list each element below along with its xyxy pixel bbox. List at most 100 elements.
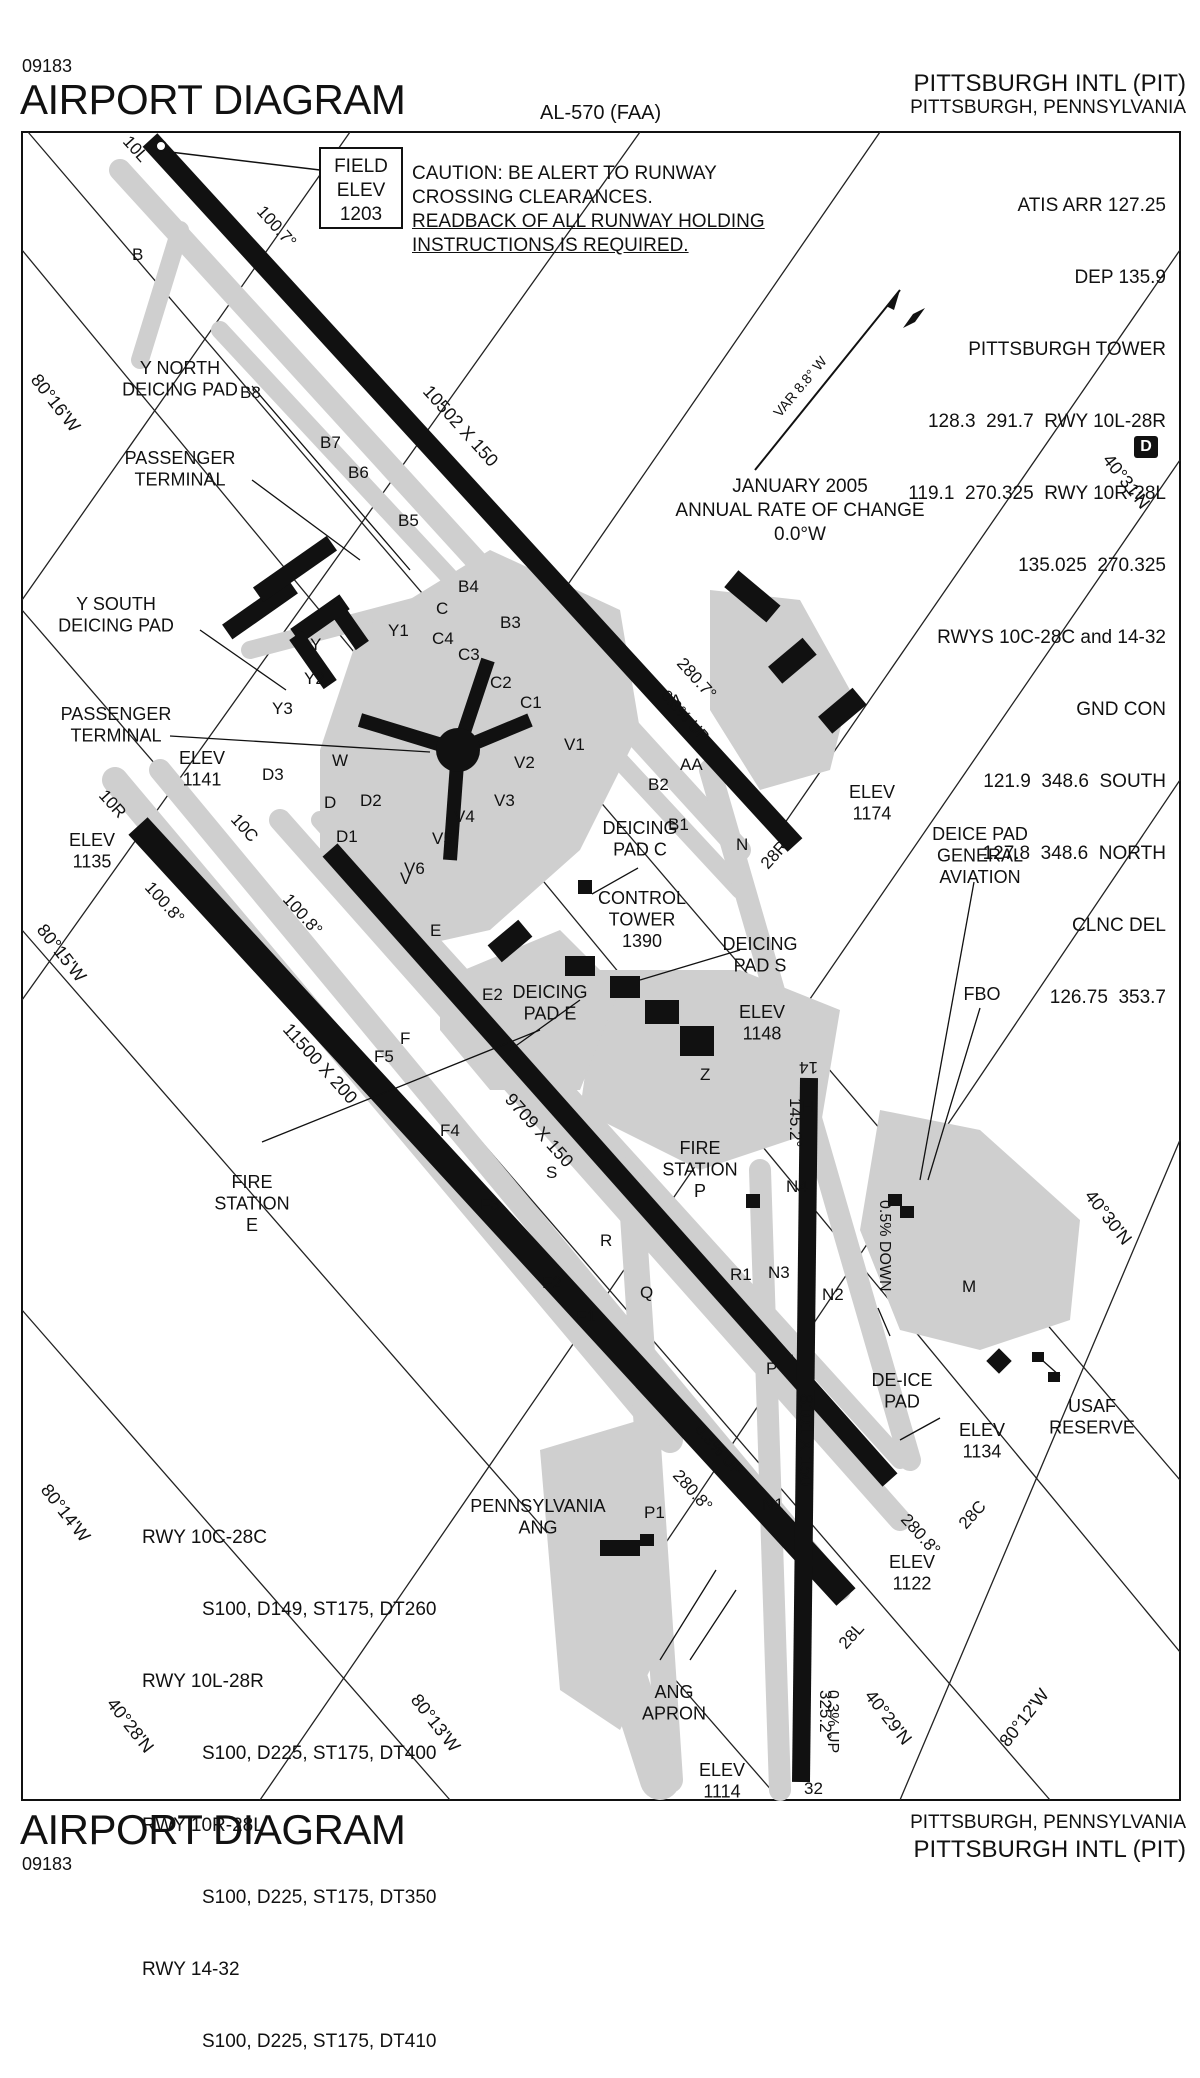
buildings bbox=[222, 535, 1060, 1556]
caution-line1: CAUTION: BE ALERT TO RUNWAY bbox=[412, 163, 717, 184]
strength-line: S100, D149, ST175, DT260 bbox=[202, 1599, 437, 1620]
true-north-arrow bbox=[903, 308, 925, 328]
strength-line: RWY 10R-28L bbox=[142, 1815, 264, 1836]
freq-line: RWYS 10C-28C and 14-32 bbox=[937, 627, 1166, 648]
rwy-28c: 28C bbox=[955, 1497, 990, 1533]
strength-line: S100, D225, ST175, DT400 bbox=[202, 1743, 437, 1764]
map-border bbox=[21, 131, 1181, 1801]
taxiway-label-y3: Y3 bbox=[272, 699, 293, 718]
freq-line: 128.3 291.7 RWY 10L-28R bbox=[927, 411, 1166, 432]
taxiway-label-f5: F5 bbox=[374, 1047, 394, 1066]
magvar-line3: 0.0°W bbox=[774, 524, 826, 545]
chart-code: 09183 bbox=[22, 56, 73, 76]
taxiway-label-b8: B8 bbox=[240, 383, 261, 402]
page-title: AIRPORT DIAGRAM bbox=[20, 76, 406, 123]
al-number: AL-570 (FAA) bbox=[540, 102, 662, 124]
taxiway-label-r: R bbox=[600, 1231, 612, 1250]
taxiway-label-r1: R1 bbox=[730, 1265, 752, 1284]
freq-line: 127.8 348.6 NORTH bbox=[982, 843, 1166, 864]
arp-marker bbox=[155, 140, 167, 152]
strength-line: RWY 10C-28C bbox=[142, 1527, 267, 1548]
taxiway-label-e2: E2 bbox=[482, 985, 503, 1004]
taxiway-label-c4: C4 bbox=[432, 629, 454, 648]
taxiway-label-f1: F1 bbox=[576, 1307, 596, 1326]
taxiway-label-n: N bbox=[736, 835, 748, 854]
taxiway-label-f4: F4 bbox=[440, 1121, 460, 1140]
field-elev-l1: FIELD bbox=[334, 156, 388, 177]
taxiway-label-q: Q bbox=[640, 1283, 653, 1302]
strength-line: RWY 14-32 bbox=[142, 1959, 240, 1980]
taxiway-label-d1: D1 bbox=[336, 827, 358, 846]
field-elev-l2: ELEV bbox=[337, 180, 386, 201]
rwy-28l: 28L bbox=[835, 1619, 868, 1653]
freq-line: PITTSBURGH TOWER bbox=[968, 339, 1166, 360]
coord-lon-5: 80°12'W bbox=[995, 1685, 1052, 1751]
taxiway-label-aa: AA bbox=[680, 755, 703, 774]
coord-lon-1: 80°16'W bbox=[27, 370, 84, 436]
taxiway-label-n2: N2 bbox=[822, 1285, 844, 1304]
taxiway-label-b: B bbox=[132, 245, 143, 264]
caution-line3: READBACK OF ALL RUNWAY HOLDING bbox=[412, 211, 765, 232]
hdg-10l: 100.7° bbox=[253, 202, 300, 251]
taxiway-label-c: C bbox=[436, 599, 448, 618]
taxiway-label-e: E bbox=[430, 921, 441, 940]
freq-line: DEP 135.9 bbox=[1074, 267, 1166, 288]
magvar-arrow bbox=[886, 290, 900, 310]
taxiway-label-y: Y bbox=[310, 635, 321, 654]
airport-city: PITTSBURGH, PENNSYLVANIA bbox=[910, 97, 1186, 118]
freq-line: CLNC DEL bbox=[1072, 915, 1166, 936]
caution-line4: INSTRUCTIONS IS REQUIRED. bbox=[412, 235, 689, 256]
taxiway-label-v1: V1 bbox=[564, 735, 585, 754]
taxiway-label-d2: D2 bbox=[360, 791, 382, 810]
taxiway-label-v3: V3 bbox=[494, 791, 515, 810]
taxiway-label-d: D bbox=[324, 793, 336, 812]
taxiway-label-y1: Y1 bbox=[388, 621, 409, 640]
freq-line: 121.9 348.6 SOUTH bbox=[983, 771, 1166, 792]
runway-strengths: RWY 10C-28C S100, D149, ST175, DT260 RWY… bbox=[142, 1478, 436, 2078]
frequencies-block: ATIS ARR 127.25 DEP 135.9 PITTSBURGH TOW… bbox=[908, 146, 1166, 1034]
label-fbo: FBO bbox=[963, 984, 1000, 1004]
slope-14: 0.5% DOWN bbox=[876, 1200, 893, 1292]
taxiway-label-b7: B7 bbox=[320, 433, 341, 452]
freq-line: GND CON bbox=[1076, 699, 1166, 720]
taxiway-label-c3: C3 bbox=[458, 645, 480, 664]
taxiway-label-f3: F3 bbox=[480, 1195, 500, 1214]
taxiway-label-w: W bbox=[332, 751, 348, 770]
taxiway-label-m: M bbox=[962, 1277, 976, 1296]
runways bbox=[128, 133, 898, 1783]
taxiway-label-z: Z bbox=[700, 1065, 710, 1084]
taxiway-label-b2: B2 bbox=[648, 775, 669, 794]
taxiway-label-h: H bbox=[802, 1097, 814, 1116]
footer-chart-code: 09183 bbox=[22, 1854, 73, 1874]
taxiway-label-b4: B4 bbox=[458, 577, 479, 596]
taxiway-label-c1: C1 bbox=[520, 693, 542, 712]
taxiway-label-v2: V2 bbox=[514, 753, 535, 772]
taxiway-label-n1: N1 bbox=[762, 1495, 784, 1514]
taxiway-label-d3: D3 bbox=[262, 765, 284, 784]
coord-lon-3: 80°14'W bbox=[37, 1480, 94, 1546]
d-badge: D bbox=[1134, 436, 1158, 458]
taxiway-label-b3: B3 bbox=[500, 613, 521, 632]
magvar-line2: ANNUAL RATE OF CHANGE bbox=[675, 500, 924, 521]
hdg-14: 145.2° bbox=[786, 1098, 805, 1147]
taxiway-labels: BB8B7B6B5B4B3B2B1CC1C2C3C4AAAYY1Y2Y3WDD1… bbox=[132, 245, 976, 1522]
taxiway-label-f: F bbox=[400, 1029, 410, 1048]
taxiway-label-v5: V5 bbox=[432, 829, 453, 848]
strength-line: S100, D225, ST175, DT350 bbox=[202, 1887, 437, 1908]
airport-name: PITTSBURGH INTL (PIT) bbox=[913, 70, 1186, 97]
airport-diagram: FIELD ELEV 1203 VAR 8.8° W JANUARY 2005 … bbox=[21, 131, 1181, 1802]
